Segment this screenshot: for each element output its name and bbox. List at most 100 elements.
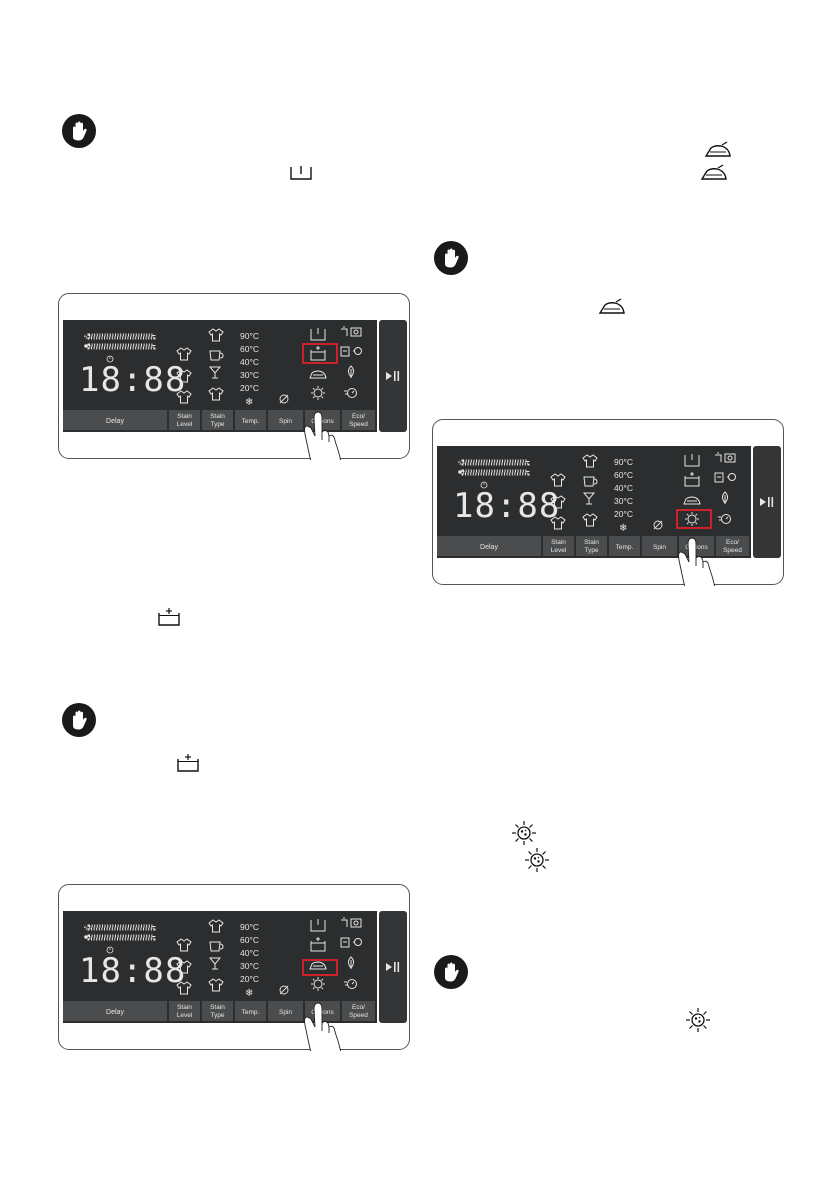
garment-icons — [176, 328, 224, 404]
time-display: 18:88 — [79, 951, 186, 991]
svg-text:ϟ: ϟ — [458, 461, 462, 467]
no-spin-icon — [279, 394, 289, 404]
timer-icon — [106, 355, 114, 363]
hand-stop-icon — [62, 703, 96, 737]
prewash-tub-icon — [288, 163, 314, 188]
iron-icon — [700, 164, 728, 187]
svg-text:Speed: Speed — [723, 547, 742, 554]
svg-text:Stain: Stain — [210, 413, 225, 420]
prewash-option-icon — [310, 919, 326, 932]
timer-icon — [106, 946, 114, 954]
figure-1: ϟ 18:88 ❄ 90°C 60°C 40°C 30°C 20°C — [63, 320, 407, 460]
svg-text:❄: ❄ — [245, 988, 253, 999]
svg-text:Stain: Stain — [210, 1004, 225, 1011]
svg-text:Spin: Spin — [279, 418, 292, 425]
svg-text:Temp.: Temp. — [616, 544, 634, 551]
eco-leaf-icon — [348, 365, 354, 378]
spin-button[interactable] — [268, 410, 303, 430]
tap-icon — [341, 917, 348, 927]
stain-type-button[interactable] — [576, 536, 607, 556]
eco-speed-button[interactable] — [716, 536, 749, 556]
easy-iron-option-icon — [683, 496, 701, 505]
tap-icon — [715, 452, 722, 462]
spin-button[interactable] — [268, 1001, 303, 1021]
prewash-option-icon — [684, 454, 700, 467]
svg-text:20°C: 20°C — [614, 509, 633, 519]
stain-level-button[interactable] — [169, 410, 200, 430]
prewash-option-icon — [310, 328, 326, 341]
start-pause-button[interactable] — [379, 320, 407, 432]
svg-text:40°C: 40°C — [614, 483, 633, 493]
easy-iron-option-icon — [309, 370, 327, 379]
water-level-bar — [84, 343, 156, 350]
water-level-bar — [458, 469, 530, 476]
cold-icon: ❄ — [245, 397, 253, 408]
temperature-list: 90°C 60°C 40°C 30°C 20°C — [240, 331, 259, 393]
extra-rinse-option-icon — [310, 346, 326, 361]
eco-speed-button[interactable] — [342, 1001, 375, 1021]
delay-button[interactable] — [63, 410, 167, 430]
svg-text:90°C: 90°C — [614, 457, 633, 467]
garment-icons — [550, 454, 598, 530]
temperature-list: 90°C 60°C 40°C 30°C 20°C — [614, 457, 633, 519]
svg-text:20°C: 20°C — [240, 383, 259, 393]
child-lock-icon — [724, 453, 736, 463]
stain-level-button[interactable] — [169, 1001, 200, 1021]
control-panel-figure: ϟ 18:88 ❄ 90°C 60°C 40°C 30°C 20°C — [58, 293, 410, 460]
pointing-hand-icon — [304, 411, 342, 460]
temp-button[interactable] — [609, 536, 640, 556]
options-button[interactable] — [679, 536, 714, 556]
no-spin-icon — [279, 985, 289, 995]
temp-button[interactable] — [235, 1001, 266, 1021]
stain-type-button[interactable] — [202, 1001, 233, 1021]
water-level-bar — [84, 934, 156, 941]
svg-text:❄: ❄ — [619, 523, 627, 534]
cold-icon: ❄ — [245, 988, 253, 999]
svg-text:Level: Level — [177, 1012, 193, 1019]
extra-rinse-option-icon — [310, 937, 326, 952]
delay-label: Delay — [480, 544, 498, 551]
figure-2: ϟ 18:88 ❄ 90°C 60°C 40°C 30°C 20°C — [63, 911, 407, 1051]
tub-plus-icon — [175, 752, 201, 779]
svg-text:Stain: Stain — [584, 539, 599, 546]
control-panel-figure: ϟ 18:88 ❄ 90°C 60°C 40°C 30°C 20°C — [58, 884, 410, 1051]
svg-text:20°C: 20°C — [240, 974, 259, 984]
highlighted-option — [676, 509, 712, 529]
svg-text:Level: Level — [551, 547, 567, 554]
option-icons — [309, 917, 362, 991]
options-button[interactable] — [305, 1001, 340, 1021]
eco-leaf-icon — [348, 956, 354, 969]
eco-speed-button[interactable] — [342, 410, 375, 430]
delay-button[interactable] — [437, 536, 541, 556]
temp-button[interactable] — [235, 410, 266, 430]
stain-level-button[interactable] — [543, 536, 574, 556]
svg-text:Type: Type — [584, 547, 598, 554]
speed-icon — [344, 979, 357, 989]
start-pause-button[interactable] — [753, 446, 781, 558]
temperature-list: 90°C 60°C 40°C 30°C 20°C — [240, 922, 259, 984]
button-bar: Delay Stain Level Stain Type Temp. Spin … — [63, 410, 375, 430]
start-pause-button[interactable] — [379, 911, 407, 1023]
svg-text:60°C: 60°C — [240, 935, 259, 945]
options-button[interactable] — [305, 410, 340, 430]
button-bar: Delay Stain Level Stain Type Temp. Spin … — [437, 536, 749, 556]
svg-text:Temp.: Temp. — [242, 418, 260, 425]
spin-button[interactable] — [642, 536, 677, 556]
button-bar: Delay Stain Level Stain Type Temp. Spin … — [63, 1001, 375, 1021]
child-lock-icon — [350, 918, 362, 928]
hygiene-option-icon — [311, 386, 325, 400]
svg-text:30°C: 30°C — [240, 370, 259, 380]
delay-label: Delay — [106, 418, 124, 425]
svg-text:Temp.: Temp. — [242, 1009, 260, 1016]
iron-icon — [598, 298, 626, 321]
play-pause-icon — [386, 371, 400, 381]
svg-text:Stain: Stain — [177, 1004, 192, 1011]
svg-text:Spin: Spin — [653, 544, 666, 551]
option-icons — [309, 326, 362, 400]
child-lock-icon — [350, 327, 362, 337]
stain-type-button[interactable] — [202, 410, 233, 430]
time-display: 18:88 — [453, 486, 560, 526]
delay-button[interactable] — [63, 1001, 167, 1021]
spin-level-bar: ϟ — [458, 459, 530, 467]
eco-leaf-icon — [722, 491, 728, 504]
